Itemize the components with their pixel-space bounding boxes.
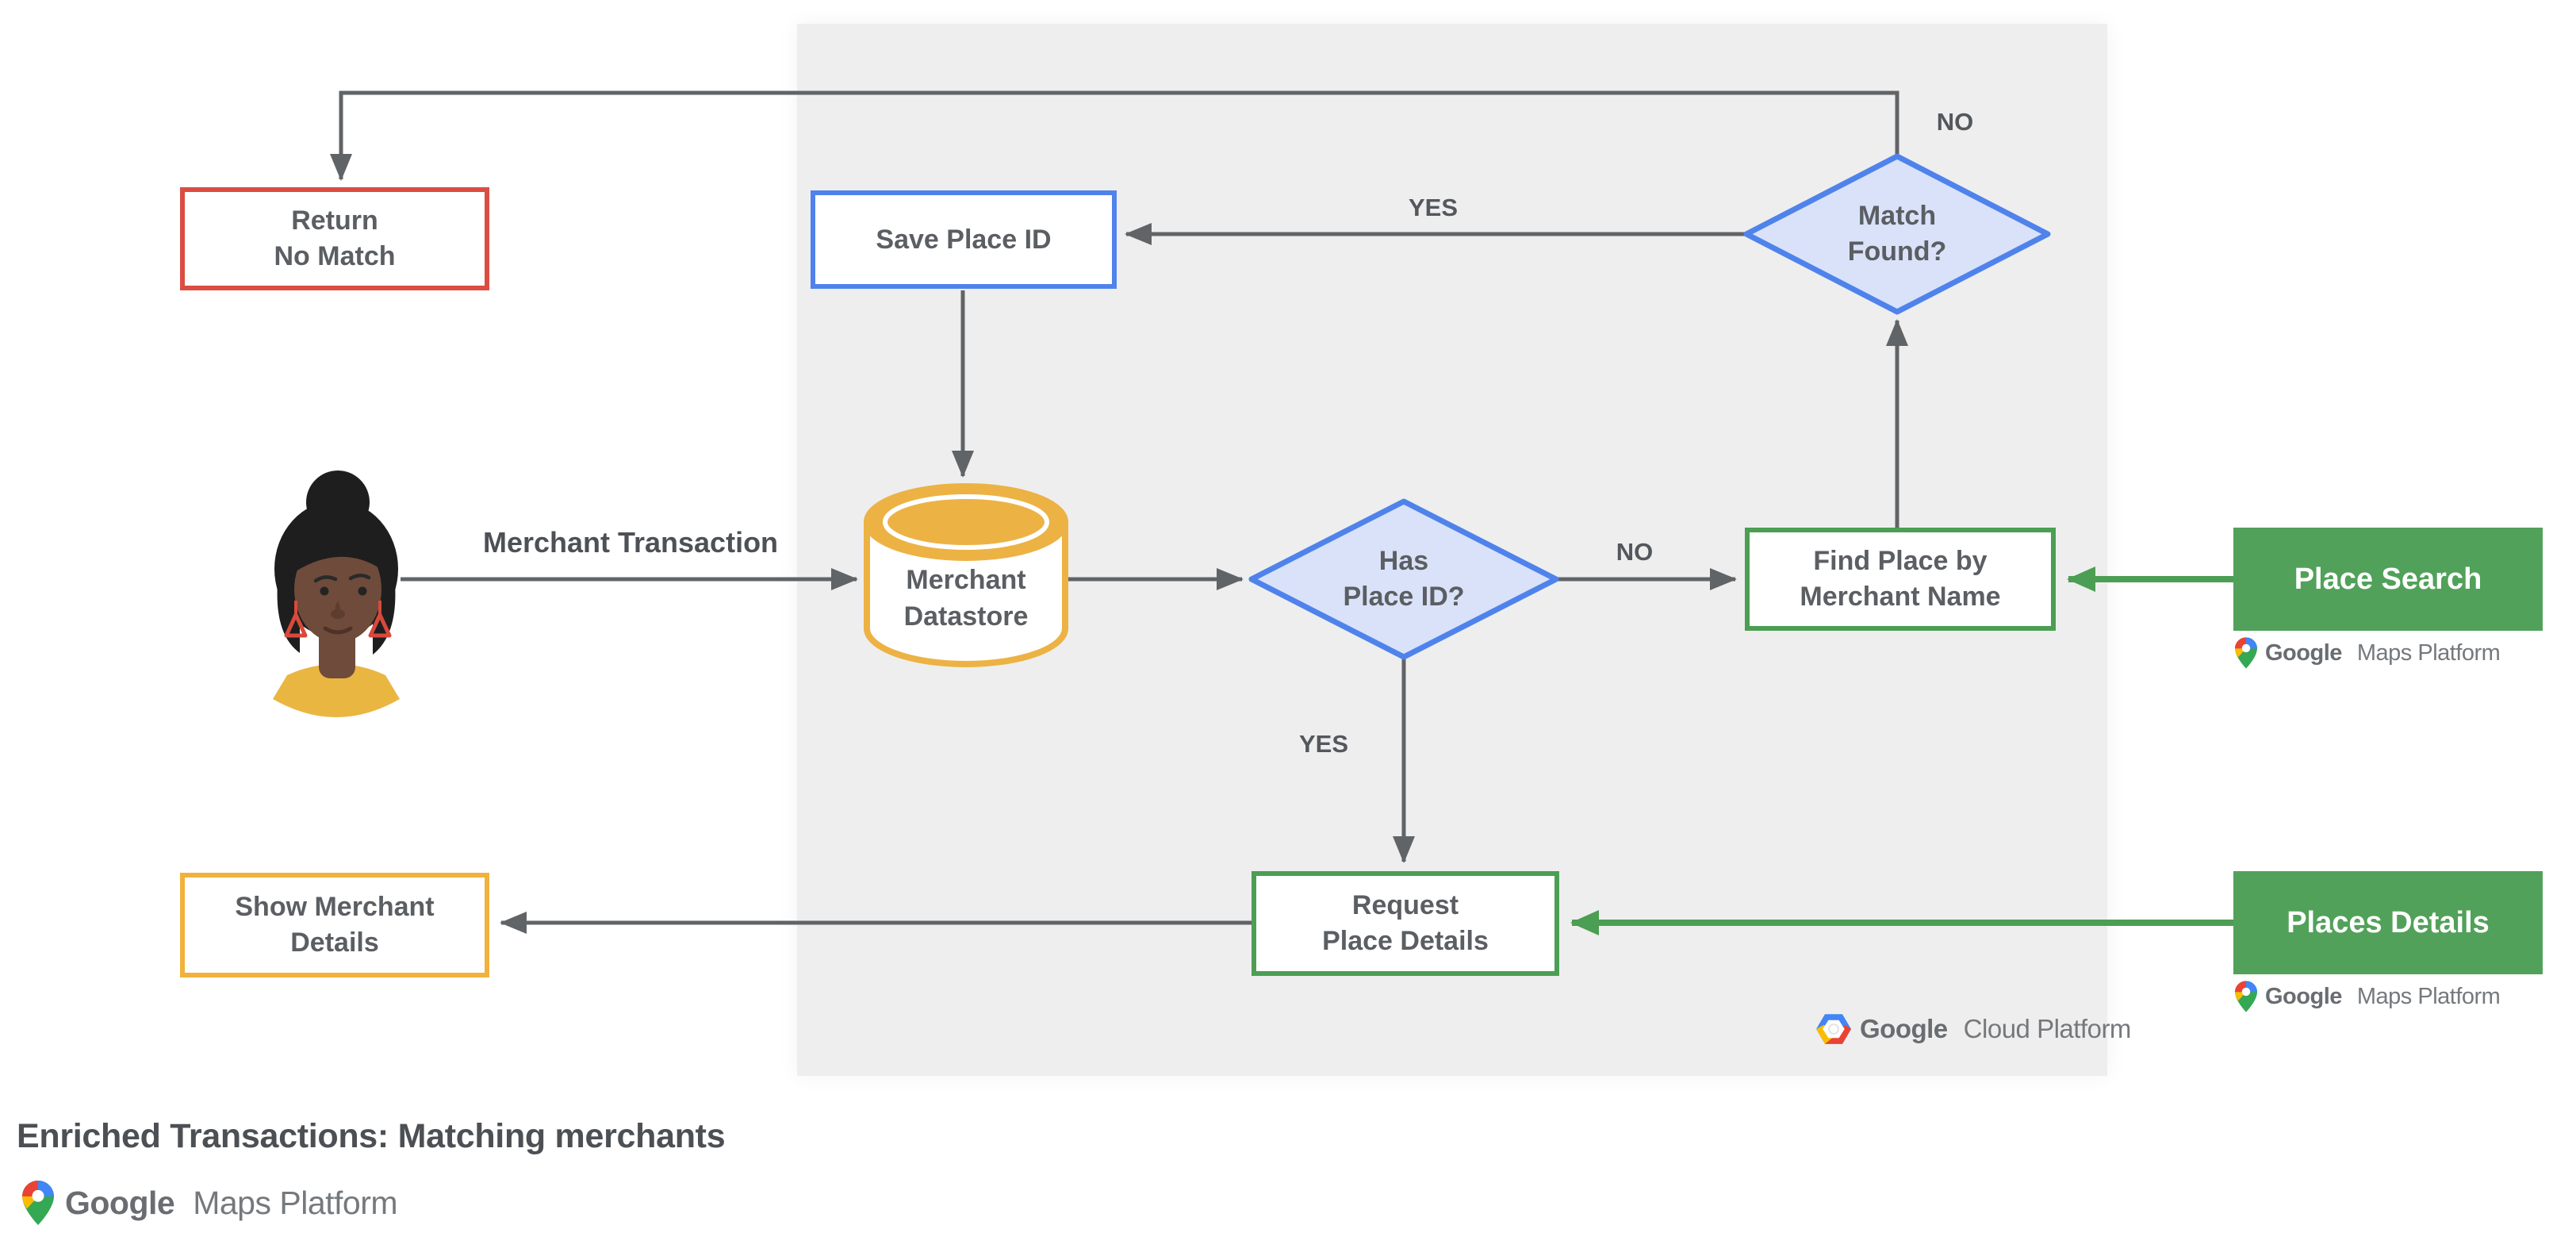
maps-platform-product: Maps Platform	[193, 1184, 398, 1221]
places-details-api-box: Places Details	[2233, 871, 2543, 974]
maps-platform-brand: Google	[2265, 639, 2342, 666]
arrow-match-no-to-return	[330, 90, 1899, 181]
maps-platform-product: Maps Platform	[2356, 639, 2501, 666]
maps-platform-product: Maps Platform	[2356, 983, 2501, 1009]
find-place-box: Find Place by Merchant Name	[1745, 528, 2056, 631]
match-found-label: Match Found?	[1847, 201, 1947, 267]
return-no-match-box: Return No Match	[180, 187, 489, 290]
person-avatar	[273, 470, 400, 717]
merchant-datastore-cylinder	[864, 483, 1068, 667]
maps-platform-logo-place-search: Google Maps Platform	[2235, 637, 2501, 669]
google-cloud-hexagon-icon	[1816, 1014, 1851, 1044]
maps-platform-logo-footer: Google Maps Platform	[22, 1181, 398, 1225]
merchant-transaction-label: Merchant Transaction	[482, 526, 779, 559]
cloud-platform-product: Cloud Platform	[1963, 1014, 2132, 1043]
cloud-platform-brand: Google	[1860, 1014, 1948, 1043]
google-maps-pin-icon	[2235, 637, 2257, 669]
maps-platform-brand: Google	[65, 1184, 175, 1221]
has-place-id-yes-label: YES	[1298, 730, 1349, 758]
save-place-id-box: Save Place ID	[811, 190, 1117, 289]
maps-platform-brand: Google	[2265, 983, 2342, 1009]
has-place-id-diamond	[1248, 498, 1559, 660]
match-found-no-label: NO	[1936, 108, 1974, 136]
cloud-platform-logo: Google Cloud Platform	[1816, 1014, 2131, 1044]
match-found-diamond	[1743, 153, 2051, 315]
merchant-datastore-label: Merchant Datastore	[903, 565, 1029, 632]
has-place-id-no-label: NO	[1616, 538, 1654, 566]
match-found-yes-label: YES	[1408, 194, 1459, 221]
diagram-title: Enriched Transactions: Matching merchant…	[17, 1117, 726, 1155]
google-maps-pin-icon	[2235, 981, 2257, 1012]
maps-platform-logo-places-details: Google Maps Platform	[2235, 981, 2501, 1012]
google-maps-pin-icon	[22, 1181, 54, 1225]
show-merchant-details-box: Show Merchant Details	[180, 873, 489, 977]
has-place-id-label: Has Place ID?	[1343, 546, 1465, 612]
place-search-api-box: Place Search	[2233, 528, 2543, 631]
request-place-details-box: Request Place Details	[1252, 871, 1559, 976]
